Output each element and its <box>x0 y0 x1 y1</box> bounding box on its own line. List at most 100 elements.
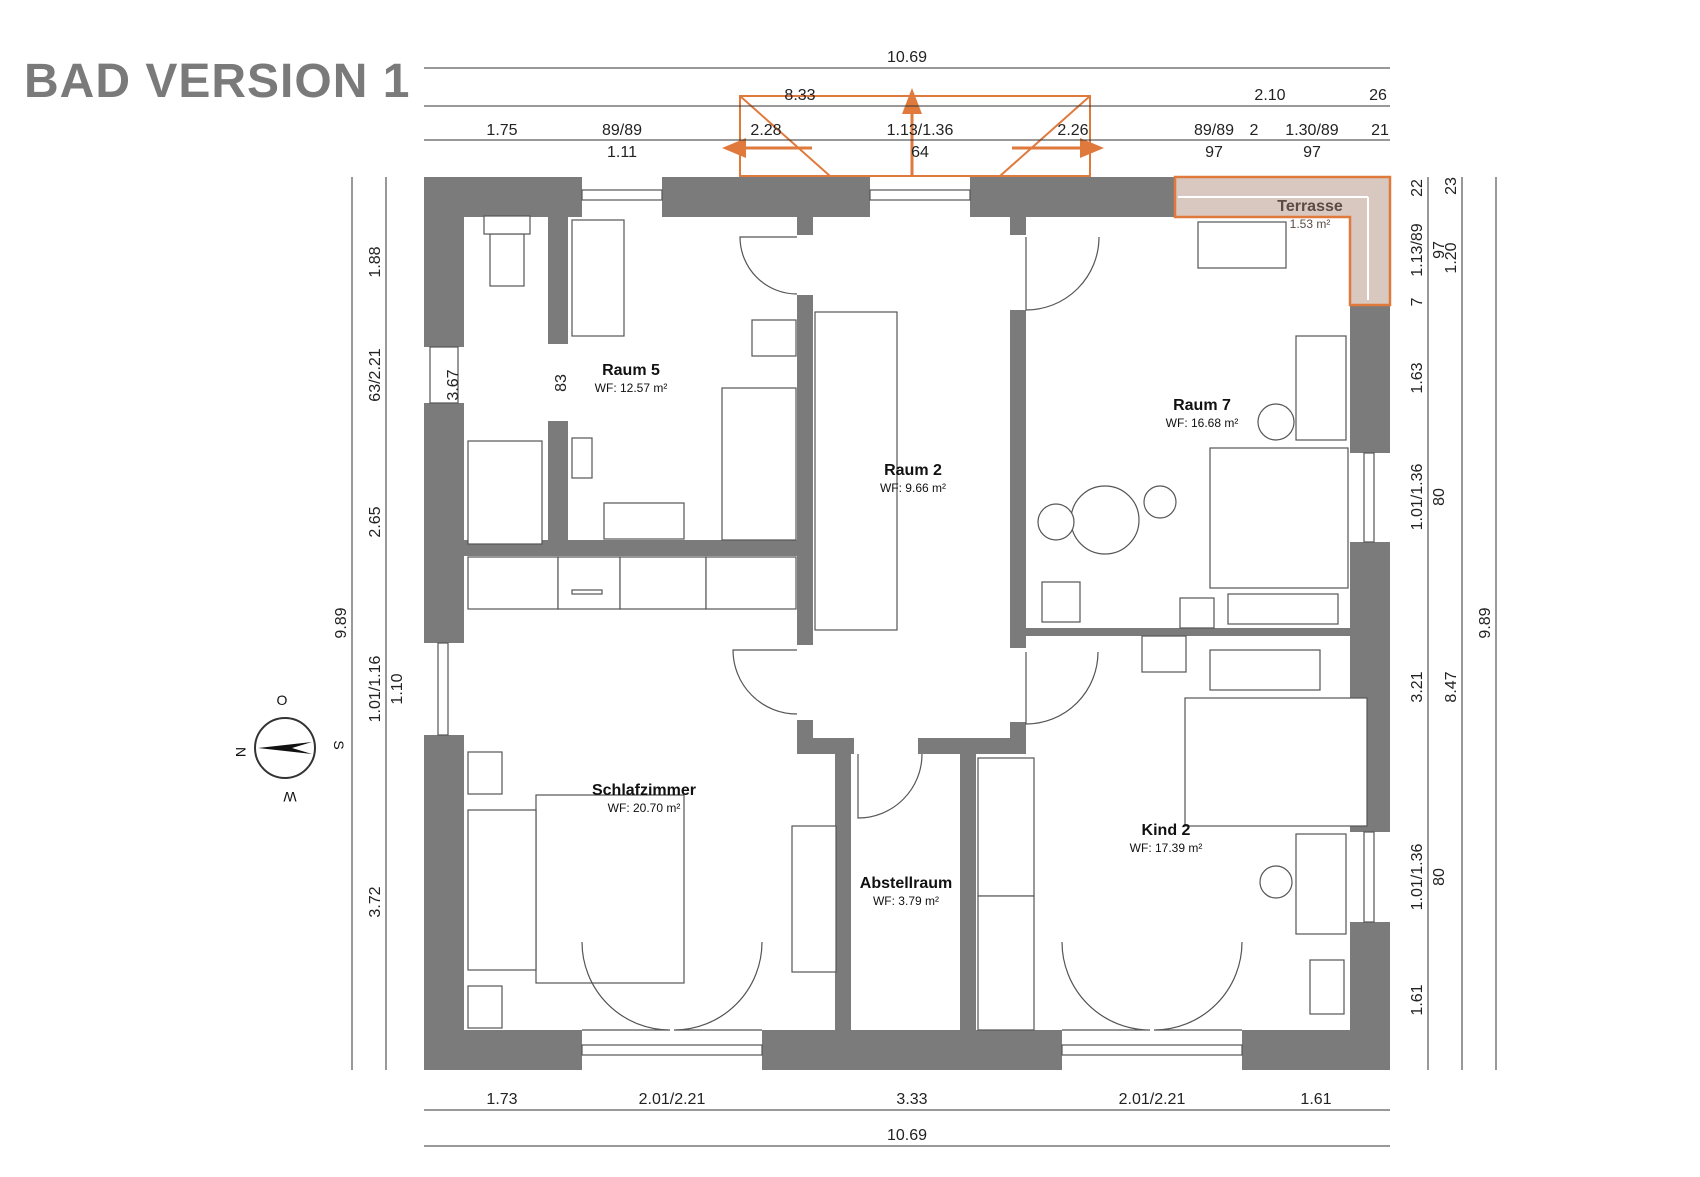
room-name-terrasse: Terrasse <box>1277 198 1343 215</box>
dim-bottom-0: 1.73 <box>486 1091 517 1108</box>
dim-top-sub-0: 1.11 <box>607 144 637 161</box>
dim-right-sub-1: 80 <box>1431 488 1448 506</box>
dimensions-right: 22 1.13/89 7 1.63 1.01/1.36 3.21 1.01/1.… <box>1409 177 1497 1070</box>
dim-right-sub-2: 80 <box>1431 868 1448 886</box>
compass: O N S W <box>233 692 347 805</box>
dresser-schlafzimmer <box>791 825 837 973</box>
room-name-raum5: Raum 5 <box>602 362 660 379</box>
dim-top-row3-4: 2.26 <box>1057 122 1088 139</box>
wardrobe-1 <box>467 556 559 610</box>
wall-abstell-left <box>835 754 851 1030</box>
window-right-2 <box>1363 831 1375 923</box>
bathtub <box>721 387 797 541</box>
dim-right-0: 22 <box>1409 179 1426 197</box>
wall-abstell-right <box>960 754 976 1030</box>
dormer-markings <box>722 88 1104 177</box>
dim-bottom-3: 2.01/2.21 <box>1119 1091 1186 1108</box>
door-abstellraum[interactable] <box>857 753 923 819</box>
chair-raum7 <box>1257 403 1295 441</box>
wardrobe-kind2-1 <box>977 757 1035 897</box>
wardrobe-4 <box>705 556 797 610</box>
wardrobe-3 <box>619 556 707 610</box>
interior-walls <box>464 217 1350 1030</box>
headboard-schlafzimmer <box>467 809 537 971</box>
door-bottom-sz-left[interactable] <box>581 941 671 1031</box>
dim-right-6: 1.01/1.36 <box>1409 844 1426 911</box>
dim-left-2: 2.65 <box>367 506 384 537</box>
toilet-tank <box>483 215 531 235</box>
bath-cabinet-3 <box>603 502 685 540</box>
door-kind2[interactable] <box>1025 651 1099 725</box>
chair-kind2 <box>1259 865 1293 899</box>
dining-table <box>1070 485 1140 555</box>
wall-raum7-bottom <box>1026 628 1350 636</box>
tv-bench-raum7 <box>1197 221 1287 269</box>
room-area-raum2: WF: 9.66 m² <box>880 481 946 495</box>
door-raum7[interactable] <box>1025 236 1100 311</box>
dimensions-top: 10.69 8.33 2.10 26 1.75 89/89 2.28 1.13/… <box>424 49 1390 161</box>
bed-schlafzimmer <box>535 794 685 984</box>
compass-label-o: O <box>277 692 288 708</box>
dormer-diag-right <box>999 95 1091 177</box>
door-schlafzimmer[interactable] <box>732 649 798 715</box>
wall-raum2-bottom-b <box>918 738 1026 754</box>
room-area-abstellraum: WF: 3.79 m² <box>873 894 939 908</box>
dining-chair-2 <box>1143 485 1177 519</box>
wall-bath-divider-low <box>548 421 568 545</box>
dim-left-outer: 9.89 <box>333 607 350 638</box>
room-name-abstellraum: Abstellraum <box>860 875 952 892</box>
dim-right-1: 1.13/89 <box>1409 223 1426 276</box>
rug-kind2 <box>1309 959 1345 1015</box>
window-left-2 <box>437 642 449 736</box>
room-area-schlafzimmer: WF: 20.70 m² <box>608 801 681 815</box>
door-bottom-sz-right[interactable] <box>673 941 763 1031</box>
wall-left-c <box>424 735 464 1070</box>
wall-right-a <box>1350 305 1390 453</box>
dim-right-5: 3.21 <box>1409 671 1426 702</box>
dimensions-bottom: 1.73 2.01/2.21 3.33 2.01/2.21 1.61 10.69 <box>424 1091 1390 1147</box>
compass-label-n: N <box>233 747 249 757</box>
dim-right-2: 7 <box>1409 297 1426 306</box>
dim-right-sub-0: 97 <box>1431 241 1448 259</box>
arrow-up-icon <box>902 88 922 114</box>
room-name-raum7: Raum 7 <box>1173 397 1231 414</box>
room-area-raum7: WF: 16.68 m² <box>1166 416 1239 430</box>
compass-needle-icon <box>258 742 312 754</box>
wall-bottom-a <box>424 1030 582 1070</box>
bed-raum7 <box>1209 447 1349 589</box>
window-bottom-1 <box>581 1044 763 1056</box>
bath-cabinet-2 <box>571 437 593 479</box>
dim-top-sub-1: 64 <box>911 144 929 161</box>
bed-kind2 <box>1184 697 1368 827</box>
door-bottom-k2-left[interactable] <box>1061 941 1151 1031</box>
dim-top-sub-3: 97 <box>1303 144 1321 161</box>
wall-raum2-left-b <box>797 295 813 645</box>
dim-left-sub-1: 1.10 <box>389 673 406 704</box>
dim-left-sub-0: 3.67 <box>445 369 462 400</box>
dim-top-row2-left: 8.33 <box>784 87 815 104</box>
room-area-terrasse: 1.53 m² <box>1290 217 1331 231</box>
room-area-kind2: WF: 17.39 m² <box>1130 841 1203 855</box>
shelf-kind2 <box>1141 635 1187 673</box>
window-top-1 <box>581 189 663 201</box>
room-labels: Raum 5 WF: 12.57 m² Raum 2 WF: 9.66 m² R… <box>592 198 1343 908</box>
dim-bottom-1: 2.01/2.21 <box>639 1091 706 1108</box>
furniture <box>467 215 1368 1031</box>
shower <box>467 440 543 545</box>
door-raum5[interactable] <box>739 236 798 295</box>
wall-raum2-bottom <box>797 738 854 754</box>
door-bottom-k2-right[interactable] <box>1153 941 1243 1031</box>
dim-top-row2-mid: 2.10 <box>1254 87 1285 104</box>
dim-top-row2-right: 26 <box>1369 87 1387 104</box>
side-table-raum7 <box>1041 581 1081 623</box>
dim-bottom-4: 1.61 <box>1300 1091 1331 1108</box>
wall-raum7-left-top <box>1018 217 1026 235</box>
wardrobe-kind2-2 <box>977 895 1035 1031</box>
dim-top-row3-8: 21 <box>1371 122 1389 139</box>
dim-left-1: 63/2.21 <box>367 348 384 401</box>
compass-label-s: S <box>331 740 347 749</box>
compass-label-w: W <box>283 789 297 805</box>
dim-top-sub-2: 97 <box>1205 144 1223 161</box>
nightstand-sz-1 <box>467 751 503 795</box>
